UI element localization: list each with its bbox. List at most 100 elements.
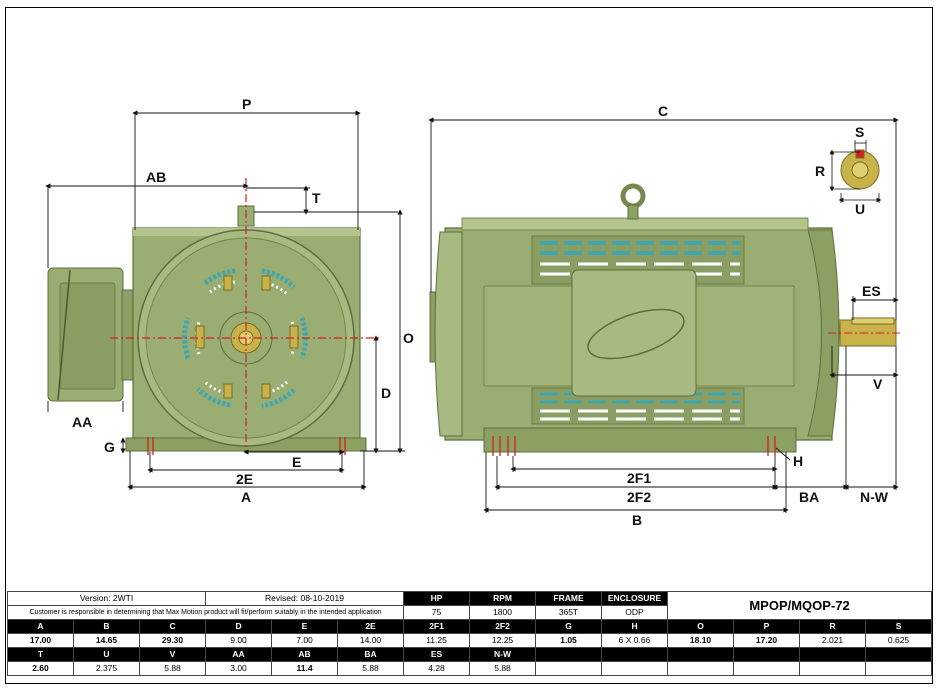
model-number: MPOP/MQOP-72 — [667, 591, 933, 620]
rating-value: ODP — [601, 605, 669, 620]
dim-label-t: T — [312, 190, 321, 206]
empty-cell — [799, 661, 867, 676]
dim-value: 2.021 — [799, 633, 867, 648]
dim-header: O — [667, 619, 735, 634]
dim-value: 3.00 — [205, 661, 273, 676]
side-dimensions — [428, 117, 899, 513]
rating-value: 1800 — [469, 605, 537, 620]
spec-table: Version: 2WTI Revised: 08-10-2019 H P RPM… — [6, 591, 933, 676]
dim-label-h: H — [793, 453, 803, 469]
dim-value: 0.625 — [865, 633, 933, 648]
revised-text: Revised: 08-10-2019 — [205, 591, 405, 606]
dim-value: 1.05 — [535, 633, 603, 648]
dim-header: AA — [205, 647, 273, 662]
dim-value: 5.88 — [469, 661, 537, 676]
dim-header: BA — [337, 647, 405, 662]
dim-header: V — [138, 647, 207, 662]
dim-header: AB — [271, 647, 339, 662]
dim-header: G — [535, 619, 603, 634]
dim-header: A — [7, 619, 74, 634]
empty-cell — [733, 661, 801, 676]
dim-label-2e: 2E — [236, 471, 253, 487]
dim-label-2f1: 2F1 — [627, 470, 651, 486]
dim-label-es: ES — [862, 283, 881, 299]
eye-bolt — [620, 183, 646, 209]
dim-label-p: P — [242, 96, 251, 112]
dims-value-row-2: 2.60 2.375 5.88 3.00 11.4 5.88 4.28 5.88 — [7, 661, 933, 676]
dim-label-a: A — [241, 489, 251, 505]
dim-label-ba: BA — [799, 489, 819, 505]
shaft-end-view — [829, 140, 882, 203]
empty-cell — [535, 647, 603, 662]
dim-value: 12.25 — [469, 633, 537, 648]
dim-label-d: D — [381, 385, 391, 401]
dim-value: 5.88 — [337, 661, 405, 676]
dim-value: 14.00 — [337, 633, 405, 648]
dim-label-nw: N-W — [860, 489, 889, 505]
rating-header: ENCLOSURE — [601, 591, 669, 606]
dim-header: R — [799, 619, 867, 634]
dim-value: 11.25 — [403, 633, 471, 648]
dim-value: 18.10 — [667, 633, 735, 648]
dim-value: 2.375 — [73, 661, 140, 676]
drawing-sheet — [5, 7, 933, 684]
nameplate-panel — [571, 269, 697, 397]
empty-cell — [667, 661, 735, 676]
dim-header: T — [7, 647, 74, 662]
empty-cell — [733, 647, 801, 662]
dim-value: 4.28 — [403, 661, 471, 676]
dim-header: 2F1 — [403, 619, 471, 634]
empty-cell — [667, 647, 735, 662]
dim-value: 29.30 — [138, 633, 207, 648]
dim-header: ES — [403, 647, 471, 662]
dim-header: U — [73, 647, 140, 662]
dim-label-e: E — [292, 454, 301, 470]
dim-label-r: R — [815, 163, 825, 179]
empty-cell — [601, 661, 669, 676]
dim-label-c: C — [658, 103, 668, 119]
rating-value: 365T — [535, 605, 603, 620]
dim-header: B — [73, 619, 140, 634]
dim-value: 6 X 0.66 — [601, 633, 669, 648]
dim-value: 11.4 — [271, 661, 339, 676]
dim-label-o: O — [403, 330, 414, 346]
dim-label-s: S — [855, 124, 864, 140]
dim-header: 2E — [337, 619, 405, 634]
side-feet — [483, 427, 797, 453]
dim-header: E — [271, 619, 339, 634]
dim-value: 2.60 — [7, 661, 74, 676]
dim-value: 5.88 — [138, 661, 207, 676]
customer-note: Customer is responsible in determining t… — [6, 605, 405, 620]
dims-header-row-1: A B C D E 2E 2F1 2F2 G H O P R S — [7, 619, 933, 634]
dim-value: 7.00 — [271, 633, 339, 648]
dim-value: 17.00 — [7, 633, 74, 648]
empty-cell — [601, 647, 669, 662]
version-row: Version: 2WTI Revised: 08-10-2019 HP RPM… — [6, 591, 933, 620]
empty-cell — [865, 661, 933, 676]
dim-label-g: G — [104, 439, 115, 455]
rating-value: 75 — [403, 605, 471, 620]
version-text: Version: 2WTI — [6, 591, 207, 606]
motor-dimension-drawing: P AB T O D E 2E A AA G — [45, 96, 900, 528]
dim-label-aa: AA — [72, 414, 92, 430]
dim-label-ab: AB — [146, 169, 166, 185]
dim-value: 14.65 — [73, 633, 140, 648]
empty-cell — [799, 647, 867, 662]
dim-value: 17.20 — [733, 633, 801, 648]
dim-value: 9.00 — [205, 633, 273, 648]
dim-label-2f2: 2F2 — [627, 489, 651, 505]
empty-cell — [865, 647, 933, 662]
dim-header: S — [865, 619, 933, 634]
dim-header: P — [733, 619, 801, 634]
dims-header-row-2: T U V AA AB BA ES N-W — [7, 647, 933, 662]
dim-header: N-W — [469, 647, 537, 662]
dim-header: 2F2 — [469, 619, 537, 634]
dim-label-u: U — [855, 201, 865, 217]
empty-cell — [535, 661, 603, 676]
dim-header: D — [205, 619, 273, 634]
dim-label-b: B — [632, 512, 642, 528]
front-dimensions — [45, 110, 405, 490]
dim-header: H — [601, 619, 669, 634]
front-view — [47, 178, 380, 455]
rating-header: RPM — [469, 591, 537, 606]
